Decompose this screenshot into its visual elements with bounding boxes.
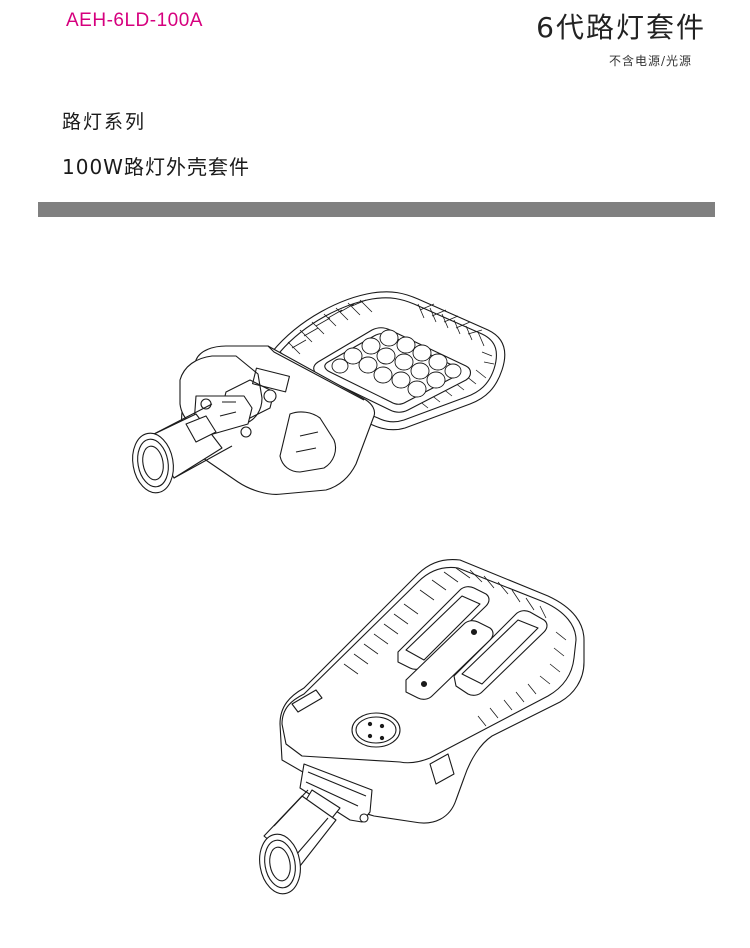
back-pocket-right bbox=[453, 610, 548, 696]
street-light-top-view bbox=[132, 291, 506, 495]
product-name: 100W路灯外壳套件 bbox=[62, 155, 250, 179]
pole-spigot bbox=[132, 403, 233, 494]
series-label: 路灯系列 bbox=[62, 111, 147, 133]
street-light-bottom-view bbox=[259, 558, 585, 895]
model-number: AEH-6LD-100A bbox=[66, 10, 203, 31]
breather-port bbox=[351, 712, 401, 748]
back-fins bbox=[343, 567, 567, 727]
bottom-clamp bbox=[299, 763, 373, 823]
back-pocket-left bbox=[397, 586, 490, 670]
center-plate bbox=[405, 620, 494, 700]
bottom-pole-spigot bbox=[259, 789, 337, 895]
label-plate bbox=[252, 367, 290, 393]
section-divider bbox=[38, 202, 715, 217]
document-title: 6代路灯套件 bbox=[536, 11, 706, 44]
heat-sink-fins bbox=[287, 299, 495, 409]
document-subtitle: 不含电源/光源 bbox=[608, 54, 692, 68]
led-lenses bbox=[331, 329, 462, 398]
